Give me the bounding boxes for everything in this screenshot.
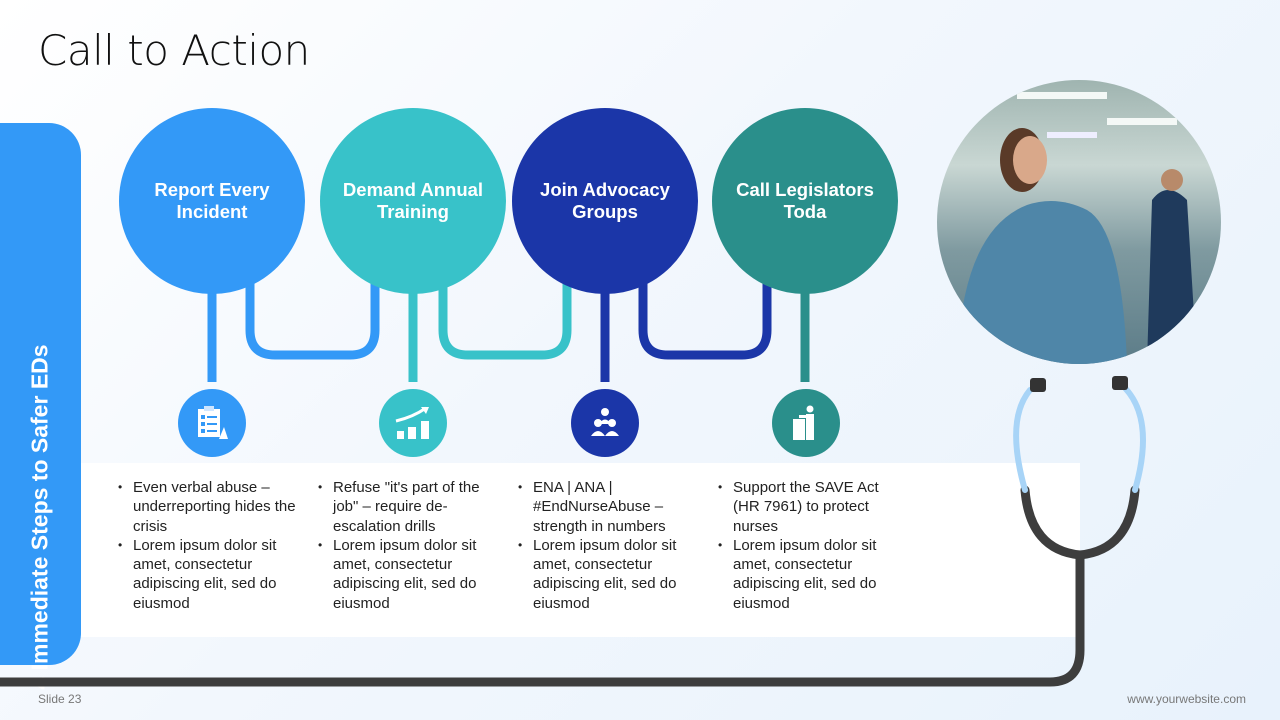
- step-label: Call Legislators Toda: [736, 179, 874, 222]
- clipboard-checklist-icon: [178, 389, 246, 457]
- step-label: Demand Annual Training: [342, 179, 484, 222]
- group-people-icon: [571, 389, 639, 457]
- bullet: Lorem ipsum dolor sit amet, consectetur …: [718, 536, 900, 613]
- bullet: Refuse "it's part of the job" – require …: [318, 478, 500, 536]
- side-tab: 4 Immediate Steps to Safer EDs: [0, 123, 81, 690]
- step-4-bullets: Support the SAVE Act (HR 7961) to protec…: [718, 478, 900, 613]
- step-3-bullets: ENA | ANA | #EndNurseAbuse – strength in…: [518, 478, 700, 613]
- bullet: Even verbal abuse – underreporting hides…: [118, 478, 300, 536]
- step-circle-2: Demand Annual Training: [320, 108, 506, 294]
- step-label: Join Advocacy Groups: [540, 179, 670, 222]
- growth-chart-icon: [379, 389, 447, 457]
- slide-title: Call to Action: [38, 26, 310, 75]
- connector-1-2: [245, 282, 380, 360]
- bullet: Lorem ipsum dolor sit amet, consectetur …: [518, 536, 700, 613]
- slide-number: Slide 23: [38, 692, 82, 706]
- bullet: ENA | ANA | #EndNurseAbuse – strength in…: [518, 478, 700, 536]
- step-label: Report Every Incident: [154, 179, 270, 222]
- bullet: Lorem ipsum dolor sit amet, consectetur …: [318, 536, 500, 613]
- bullet: Lorem ipsum dolor sit amet, consectetur …: [118, 536, 300, 613]
- stethoscope: [0, 376, 1146, 687]
- bullet: Support the SAVE Act (HR 7961) to protec…: [718, 478, 900, 536]
- step-circle-4: Call Legislators Toda: [712, 108, 898, 294]
- step-circle-1: Report Every Incident: [119, 108, 305, 294]
- nurse-photo: [937, 80, 1221, 364]
- step-2-bullets: Refuse "it's part of the job" – require …: [318, 478, 500, 613]
- step-circle-3: Join Advocacy Groups: [512, 108, 698, 294]
- connector-3-4: [638, 282, 772, 360]
- website-link[interactable]: www.yourwebsite.com: [1127, 692, 1246, 706]
- step-1-bullets: Even verbal abuse – underreporting hides…: [118, 478, 300, 613]
- connector-2-3: [438, 282, 572, 360]
- speaker-podium-icon: [772, 389, 840, 457]
